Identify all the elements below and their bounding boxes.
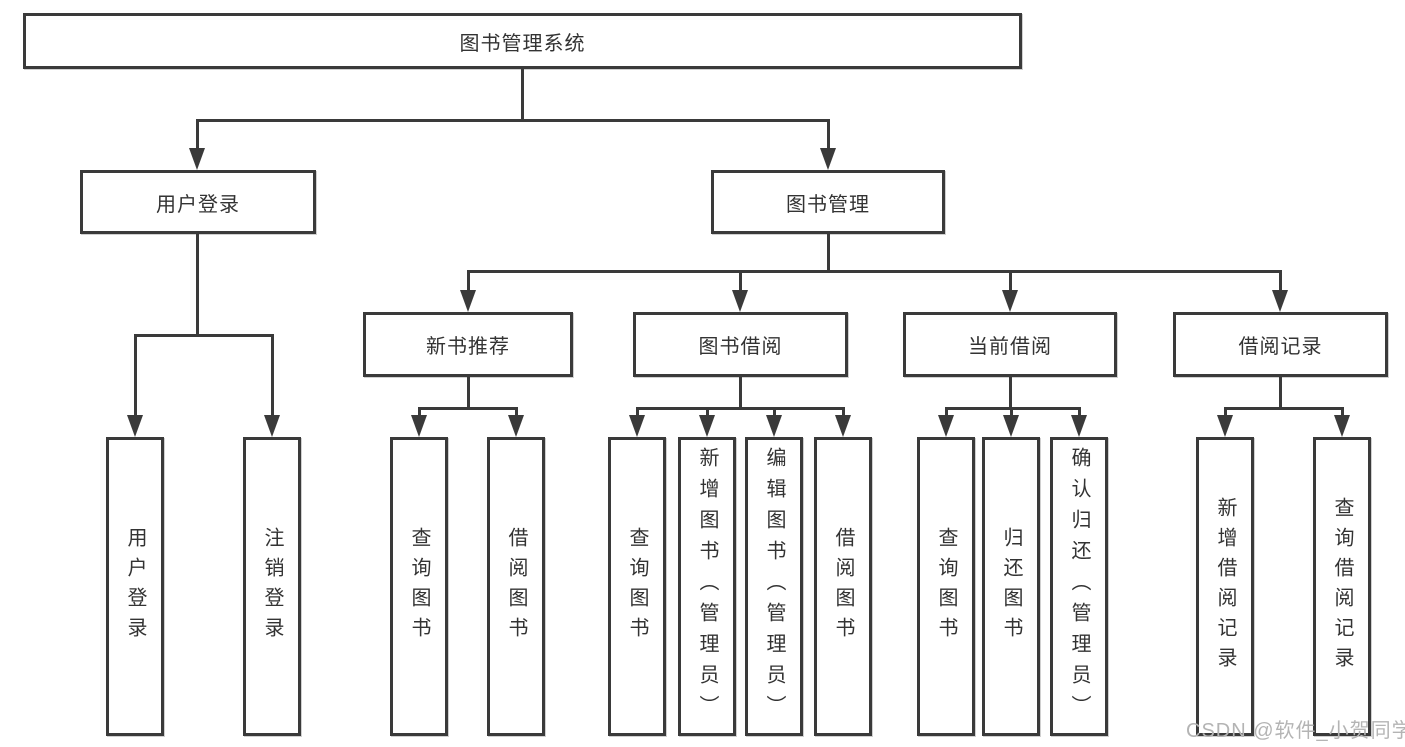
connector-book-borrow-bar [636, 407, 844, 410]
leaf-current-confirm-admin-label: 确认归还（管理员） [1068, 447, 1090, 726]
arrow-borrow-record [1272, 290, 1288, 312]
connector-stem-br-add [1224, 407, 1227, 417]
arrow-bb-edit [766, 415, 782, 437]
leaf-borrow-book: 借阅图书 [814, 437, 872, 736]
connector-borrow-record-bar [1224, 407, 1343, 410]
connector-stem-bb-add [706, 407, 709, 417]
leaf-current-query-label: 查询图书 [935, 526, 957, 647]
node-new-book-recommend-label: 新书推荐 [426, 336, 510, 358]
arrow-book-borrow [732, 290, 748, 312]
node-root: 图书管理系统 [23, 13, 1022, 69]
connector-stem-borrow-record [1279, 270, 1282, 291]
connector-stem-current-borrow [1009, 270, 1012, 291]
connector-book-mgmt-trunk [827, 234, 830, 272]
node-user-login: 用户登录 [80, 170, 316, 234]
leaf-newbook-borrow-label: 借阅图书 [505, 526, 527, 647]
connector-stem-bb-borrow [842, 407, 845, 417]
arrow-new-book [460, 290, 476, 312]
node-root-label: 图书管理系统 [459, 32, 586, 55]
leaf-newbook-borrow: 借阅图书 [487, 437, 545, 736]
node-borrow-record: 借阅记录 [1173, 312, 1388, 377]
arrow-cb-query [938, 415, 954, 437]
connector-stem-user-login [196, 119, 199, 150]
connector-book-borrow-trunk [739, 377, 742, 409]
arrow-nb-query [411, 415, 427, 437]
arrow-book-mgmt [820, 148, 836, 170]
leaf-logout-label: 注销登录 [261, 526, 283, 647]
connector-stem-new-book [467, 270, 470, 291]
arrow-leaf-logout [264, 415, 280, 437]
connector-stem-leaf-logout [271, 334, 274, 416]
leaf-borrow-query-label: 查询图书 [626, 526, 648, 647]
connector-stem-br-query [1341, 407, 1344, 417]
arrow-cb-return [1003, 415, 1019, 437]
leaf-user-login: 用户登录 [106, 437, 164, 736]
leaf-record-query-label: 查询借阅记录 [1331, 496, 1353, 677]
leaf-current-confirm-admin: 确认归还（管理员） [1050, 437, 1108, 736]
leaf-borrow-book-label: 借阅图书 [832, 526, 854, 647]
node-book-borrow: 图书借阅 [633, 312, 848, 377]
node-book-management-label: 图书管理 [786, 193, 870, 216]
arrow-current-borrow [1002, 290, 1018, 312]
arrow-bb-add [699, 415, 715, 437]
connector-stem-book-mgmt [827, 119, 830, 150]
connector-stem-cb-query [945, 407, 948, 417]
arrow-nb-borrow [508, 415, 524, 437]
csdn-watermark: CSDN @软件_小贺同学 [1186, 720, 1405, 742]
arrow-bb-borrow [835, 415, 851, 437]
connector-borrow-record-trunk [1279, 377, 1282, 409]
connector-stem-bb-edit [773, 407, 776, 417]
connector-current-borrow-trunk [1009, 377, 1012, 409]
node-borrow-record-label: 借阅记录 [1238, 336, 1323, 358]
leaf-borrow-add-admin: 新增图书（管理员） [678, 437, 736, 736]
connector-stem-cb-confirm [1078, 407, 1081, 417]
leaf-current-return: 归还图书 [982, 437, 1040, 736]
leaf-borrow-query: 查询图书 [608, 437, 666, 736]
node-current-borrow-label: 当前借阅 [968, 336, 1052, 358]
connector-user-login-trunk [196, 234, 199, 336]
node-current-borrow: 当前借阅 [903, 312, 1117, 377]
connector-stem-leaf-user-login [134, 334, 137, 416]
node-book-management: 图书管理 [711, 170, 945, 234]
arrow-user-login [189, 148, 205, 170]
connector-stem-nb-query [418, 407, 421, 417]
connector-stem-book-borrow [739, 270, 742, 291]
leaf-record-query: 查询借阅记录 [1313, 437, 1371, 736]
connector-stem-nb-borrow [515, 407, 518, 417]
leaf-current-query: 查询图书 [917, 437, 975, 736]
arrow-br-query [1334, 415, 1350, 437]
leaf-user-login-label: 用户登录 [124, 526, 146, 647]
connector-level1-bar [196, 119, 830, 122]
connector-user-login-bar [134, 334, 274, 337]
arrow-bb-query [629, 415, 645, 437]
leaf-record-add: 新增借阅记录 [1196, 437, 1254, 736]
leaf-logout: 注销登录 [243, 437, 301, 736]
node-user-login-label: 用户登录 [156, 193, 240, 216]
leaf-borrow-edit-admin-label: 编辑图书（管理员） [763, 447, 785, 726]
connector-stem-cb-return [1010, 407, 1013, 417]
connector-level3-bar [467, 270, 1282, 273]
leaf-borrow-add-admin-label: 新增图书（管理员） [696, 447, 718, 726]
leaf-borrow-edit-admin: 编辑图书（管理员） [745, 437, 803, 736]
connector-root-trunk [521, 69, 524, 121]
connector-new-book-bar [418, 407, 518, 410]
leaf-record-add-label: 新增借阅记录 [1214, 496, 1236, 677]
connector-stem-bb-query [636, 407, 639, 417]
leaf-current-return-label: 归还图书 [1000, 526, 1022, 647]
arrow-leaf-user-login [127, 415, 143, 437]
leaf-newbook-query-label: 查询图书 [408, 526, 430, 647]
leaf-newbook-query: 查询图书 [390, 437, 448, 736]
connector-new-book-trunk [467, 377, 470, 409]
arrow-br-add [1217, 415, 1233, 437]
node-new-book-recommend: 新书推荐 [363, 312, 573, 377]
node-book-borrow-label: 图书借阅 [698, 336, 783, 358]
arrow-cb-confirm [1071, 415, 1087, 437]
